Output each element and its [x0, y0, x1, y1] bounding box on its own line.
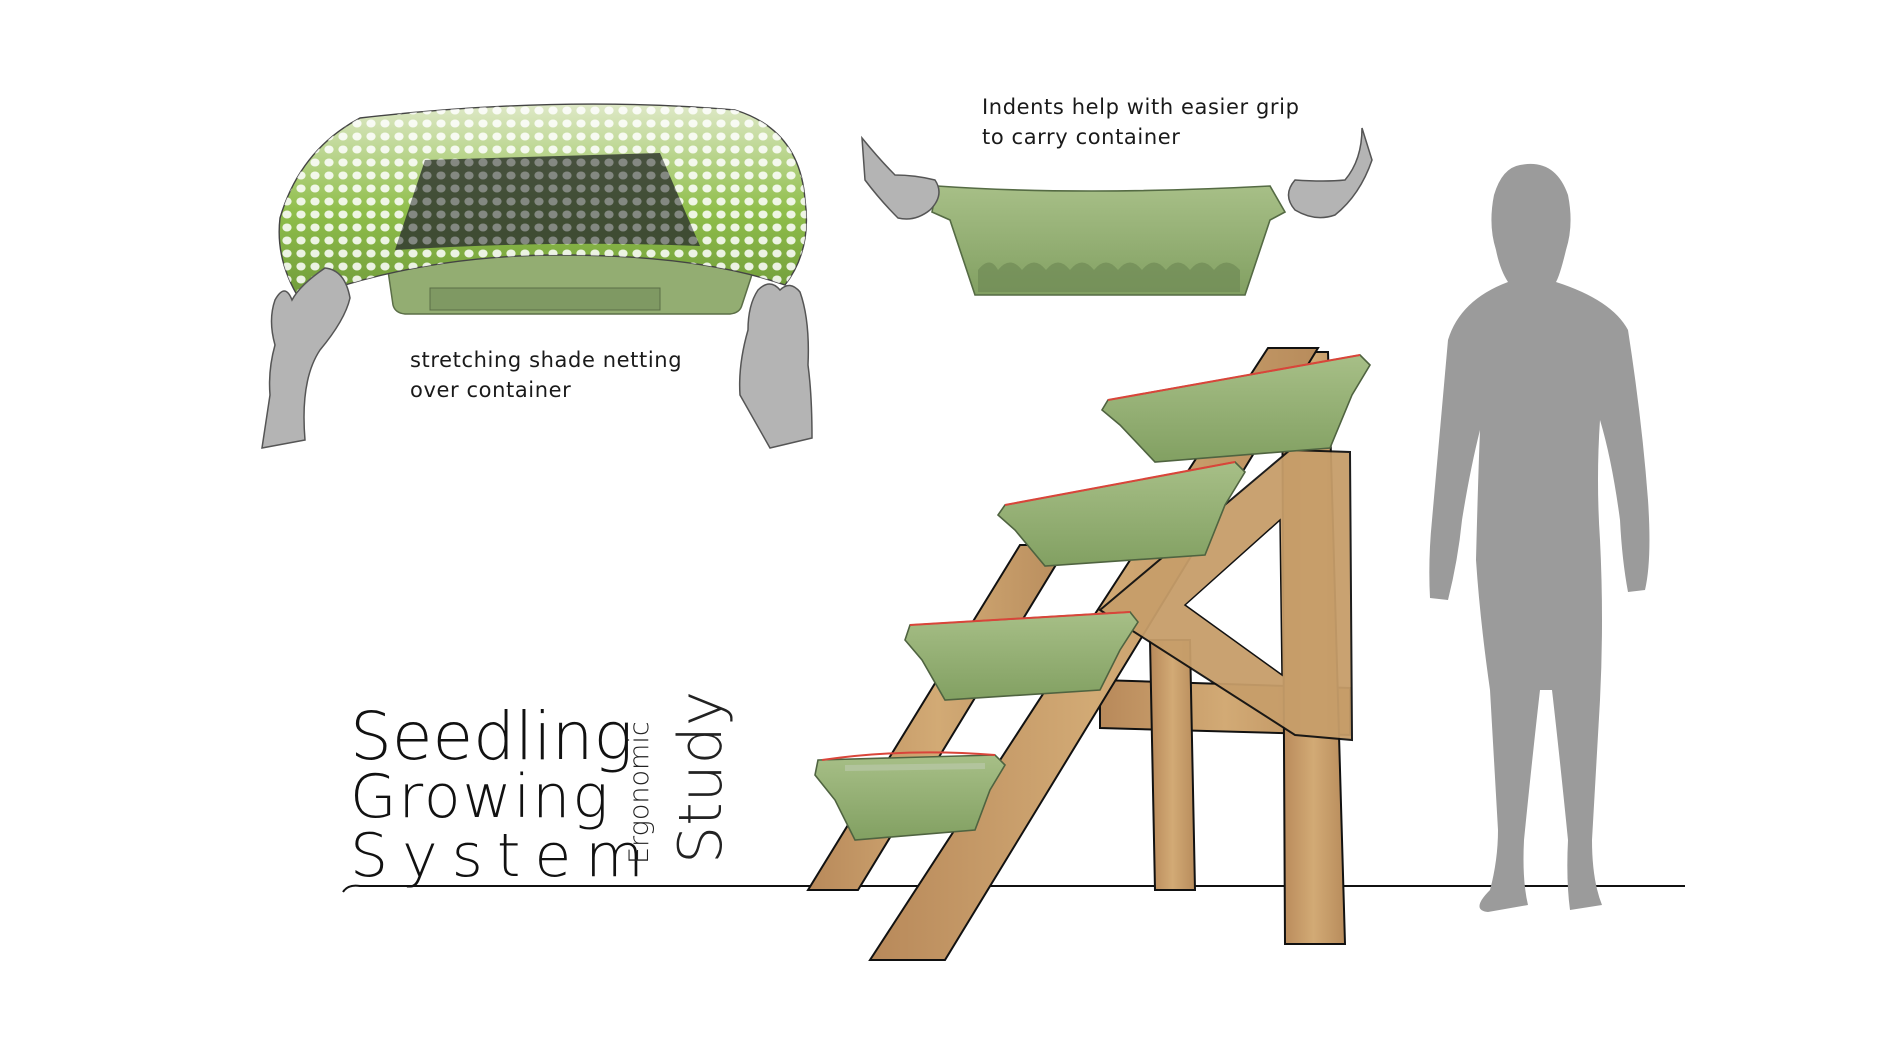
tray-second	[996, 461, 1247, 567]
title-side-ergonomic: Ergonomic	[624, 721, 655, 864]
netting-annotation: stretching shade netting over container	[410, 345, 682, 405]
tray-third	[904, 611, 1139, 701]
netting-annotation-line-1: stretching shade netting	[410, 348, 683, 372]
grip-container-sketch	[861, 127, 1373, 296]
title-side-study: Study	[666, 690, 736, 864]
stacked-trays	[814, 354, 1372, 841]
carry-right-hand	[1287, 127, 1373, 219]
container-indents	[978, 262, 1240, 292]
inner-post	[1148, 639, 1197, 891]
left-hand	[261, 267, 351, 449]
tray-top	[1100, 354, 1372, 463]
ground-line	[342, 884, 1685, 893]
brace-opening	[1183, 518, 1283, 677]
soil-tray-holes	[395, 153, 700, 250]
indents-annotation-line-2: to carry container	[982, 125, 1181, 149]
indents-annotation: Indents help with easier grip to carry c…	[982, 92, 1300, 152]
human-silhouette	[1429, 163, 1650, 913]
netting-annotation-line-2: over container	[410, 378, 572, 402]
title-line-seedling: Seedling	[350, 698, 634, 775]
right-hand	[738, 283, 813, 449]
netting-container-sketch	[261, 103, 813, 449]
title-line-system: System	[350, 821, 658, 891]
indents-annotation-line-1: Indents help with easier grip	[982, 95, 1300, 119]
container-label-panel	[429, 287, 661, 311]
title-line-growing: Growing	[350, 762, 611, 832]
carry-left-hand	[861, 135, 940, 220]
tray-bottom	[814, 751, 1007, 841]
